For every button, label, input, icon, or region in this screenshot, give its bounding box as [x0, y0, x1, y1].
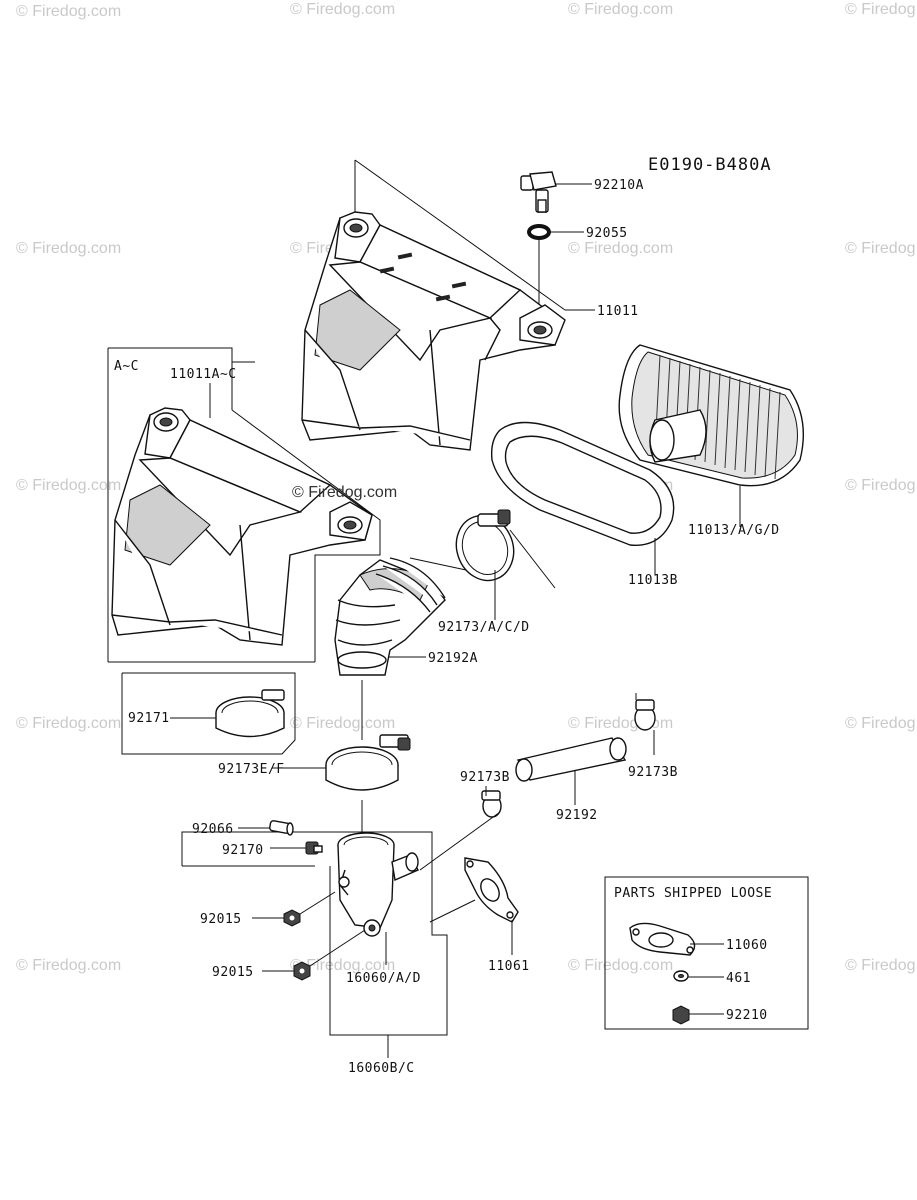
- air-cleaner-cover-11011A-C: [111, 407, 373, 646]
- watermark: © Firedog.com: [845, 1, 917, 18]
- diagram-code: E0190-B480A: [648, 155, 772, 175]
- label-92173ACD: 92173/A/C/D: [438, 620, 530, 635]
- loose-box-title: PARTS SHIPPED LOOSE: [614, 886, 772, 901]
- label-92192A: 92192A: [428, 651, 478, 666]
- label-92173EF: 92173E/F: [218, 762, 285, 777]
- elbow-16060AD: [337, 832, 419, 937]
- label-92210: 92210: [726, 1008, 768, 1023]
- elbow-hose-92192A: [334, 557, 446, 676]
- clamp-92173ACD: [455, 509, 515, 582]
- watermark: © Firedog.com: [845, 957, 917, 974]
- watermark: © Firedog.com: [290, 715, 395, 732]
- label-16060BC: 16060B/C: [348, 1061, 415, 1076]
- label-16060AD: 16060/A/D: [346, 971, 421, 986]
- watermark: © Firedog.com: [845, 715, 917, 732]
- label-11011: 11011: [597, 304, 639, 319]
- watermark: © Firedog.com: [568, 957, 673, 974]
- air-filter-11013AGD: [618, 344, 805, 487]
- nut-92015-upper: [283, 909, 301, 927]
- watermark: © Firedog.com: [845, 240, 917, 257]
- elbow-bracket-frame: [181, 831, 448, 1036]
- label-92066: 92066: [192, 822, 234, 837]
- air-cleaner-cover-11011: [301, 159, 566, 451]
- parts-shipped-loose-box: PARTS SHIPPED LOOSE 11060 461 92210: [604, 876, 809, 1030]
- watermark: © Firedog.com: [568, 715, 673, 732]
- inset-corner-label: A~C: [114, 359, 139, 374]
- pre-cleaner-11013B: [490, 421, 675, 546]
- plug-92066: [269, 820, 294, 836]
- label-11011A-C: 11011A~C: [170, 367, 237, 382]
- watermark: © Firedog.com: [290, 1, 395, 18]
- label-92173B-left: 92173B: [460, 770, 510, 785]
- label-92210A: 92210A: [594, 178, 644, 193]
- center-watermark: © Firedog.com: [292, 484, 397, 501]
- watermark: © Firedog.com: [568, 1, 673, 18]
- label-92171: 92171: [128, 711, 170, 726]
- watermark: © Firedog.com: [16, 957, 121, 974]
- label-92192: 92192: [556, 808, 598, 823]
- label-92173B-right: 92173B: [628, 765, 678, 780]
- gasket-11060: [629, 922, 696, 956]
- label-92015-upper: 92015: [200, 912, 242, 927]
- watermark: © Firedog.com: [16, 715, 121, 732]
- watermark: © Firedog.com: [16, 3, 121, 20]
- label-92170: 92170: [222, 843, 264, 858]
- clamp-92171-box: [121, 672, 296, 755]
- clamp-92173EF: [325, 734, 411, 791]
- label-11013B: 11013B: [628, 573, 678, 588]
- label-461: 461: [726, 971, 751, 986]
- watermark: © Firedog.com: [290, 957, 395, 974]
- nut-92210: [672, 1005, 690, 1025]
- label-11061: 11061: [488, 959, 530, 974]
- nut-92015-lower: [293, 961, 311, 981]
- washer-461: [673, 970, 689, 982]
- label-92015-lower: 92015: [212, 965, 254, 980]
- gasket-11061: [464, 857, 519, 923]
- label-11060: 11060: [726, 938, 768, 953]
- watermark-grid: © Firedog.com © Firedog.com © Firedog.co…: [16, 1, 917, 974]
- o-ring-92055: [527, 224, 551, 240]
- clamp-92173B-right: [634, 699, 656, 731]
- watermark: © Firedog.com: [16, 240, 121, 257]
- label-92055: 92055: [586, 226, 628, 241]
- fitting-92170: [305, 841, 323, 855]
- wing-nut-92210A: [520, 171, 557, 213]
- watermark: © Firedog.com: [16, 477, 121, 494]
- watermark: © Firedog.com: [845, 477, 917, 494]
- label-11013AGD: 11013/A/G/D: [688, 523, 780, 538]
- inset-box-ac: A~C 11011A~C: [107, 347, 381, 663]
- watermark: © Firedog.com: [568, 240, 673, 257]
- hose-92192: [515, 737, 627, 782]
